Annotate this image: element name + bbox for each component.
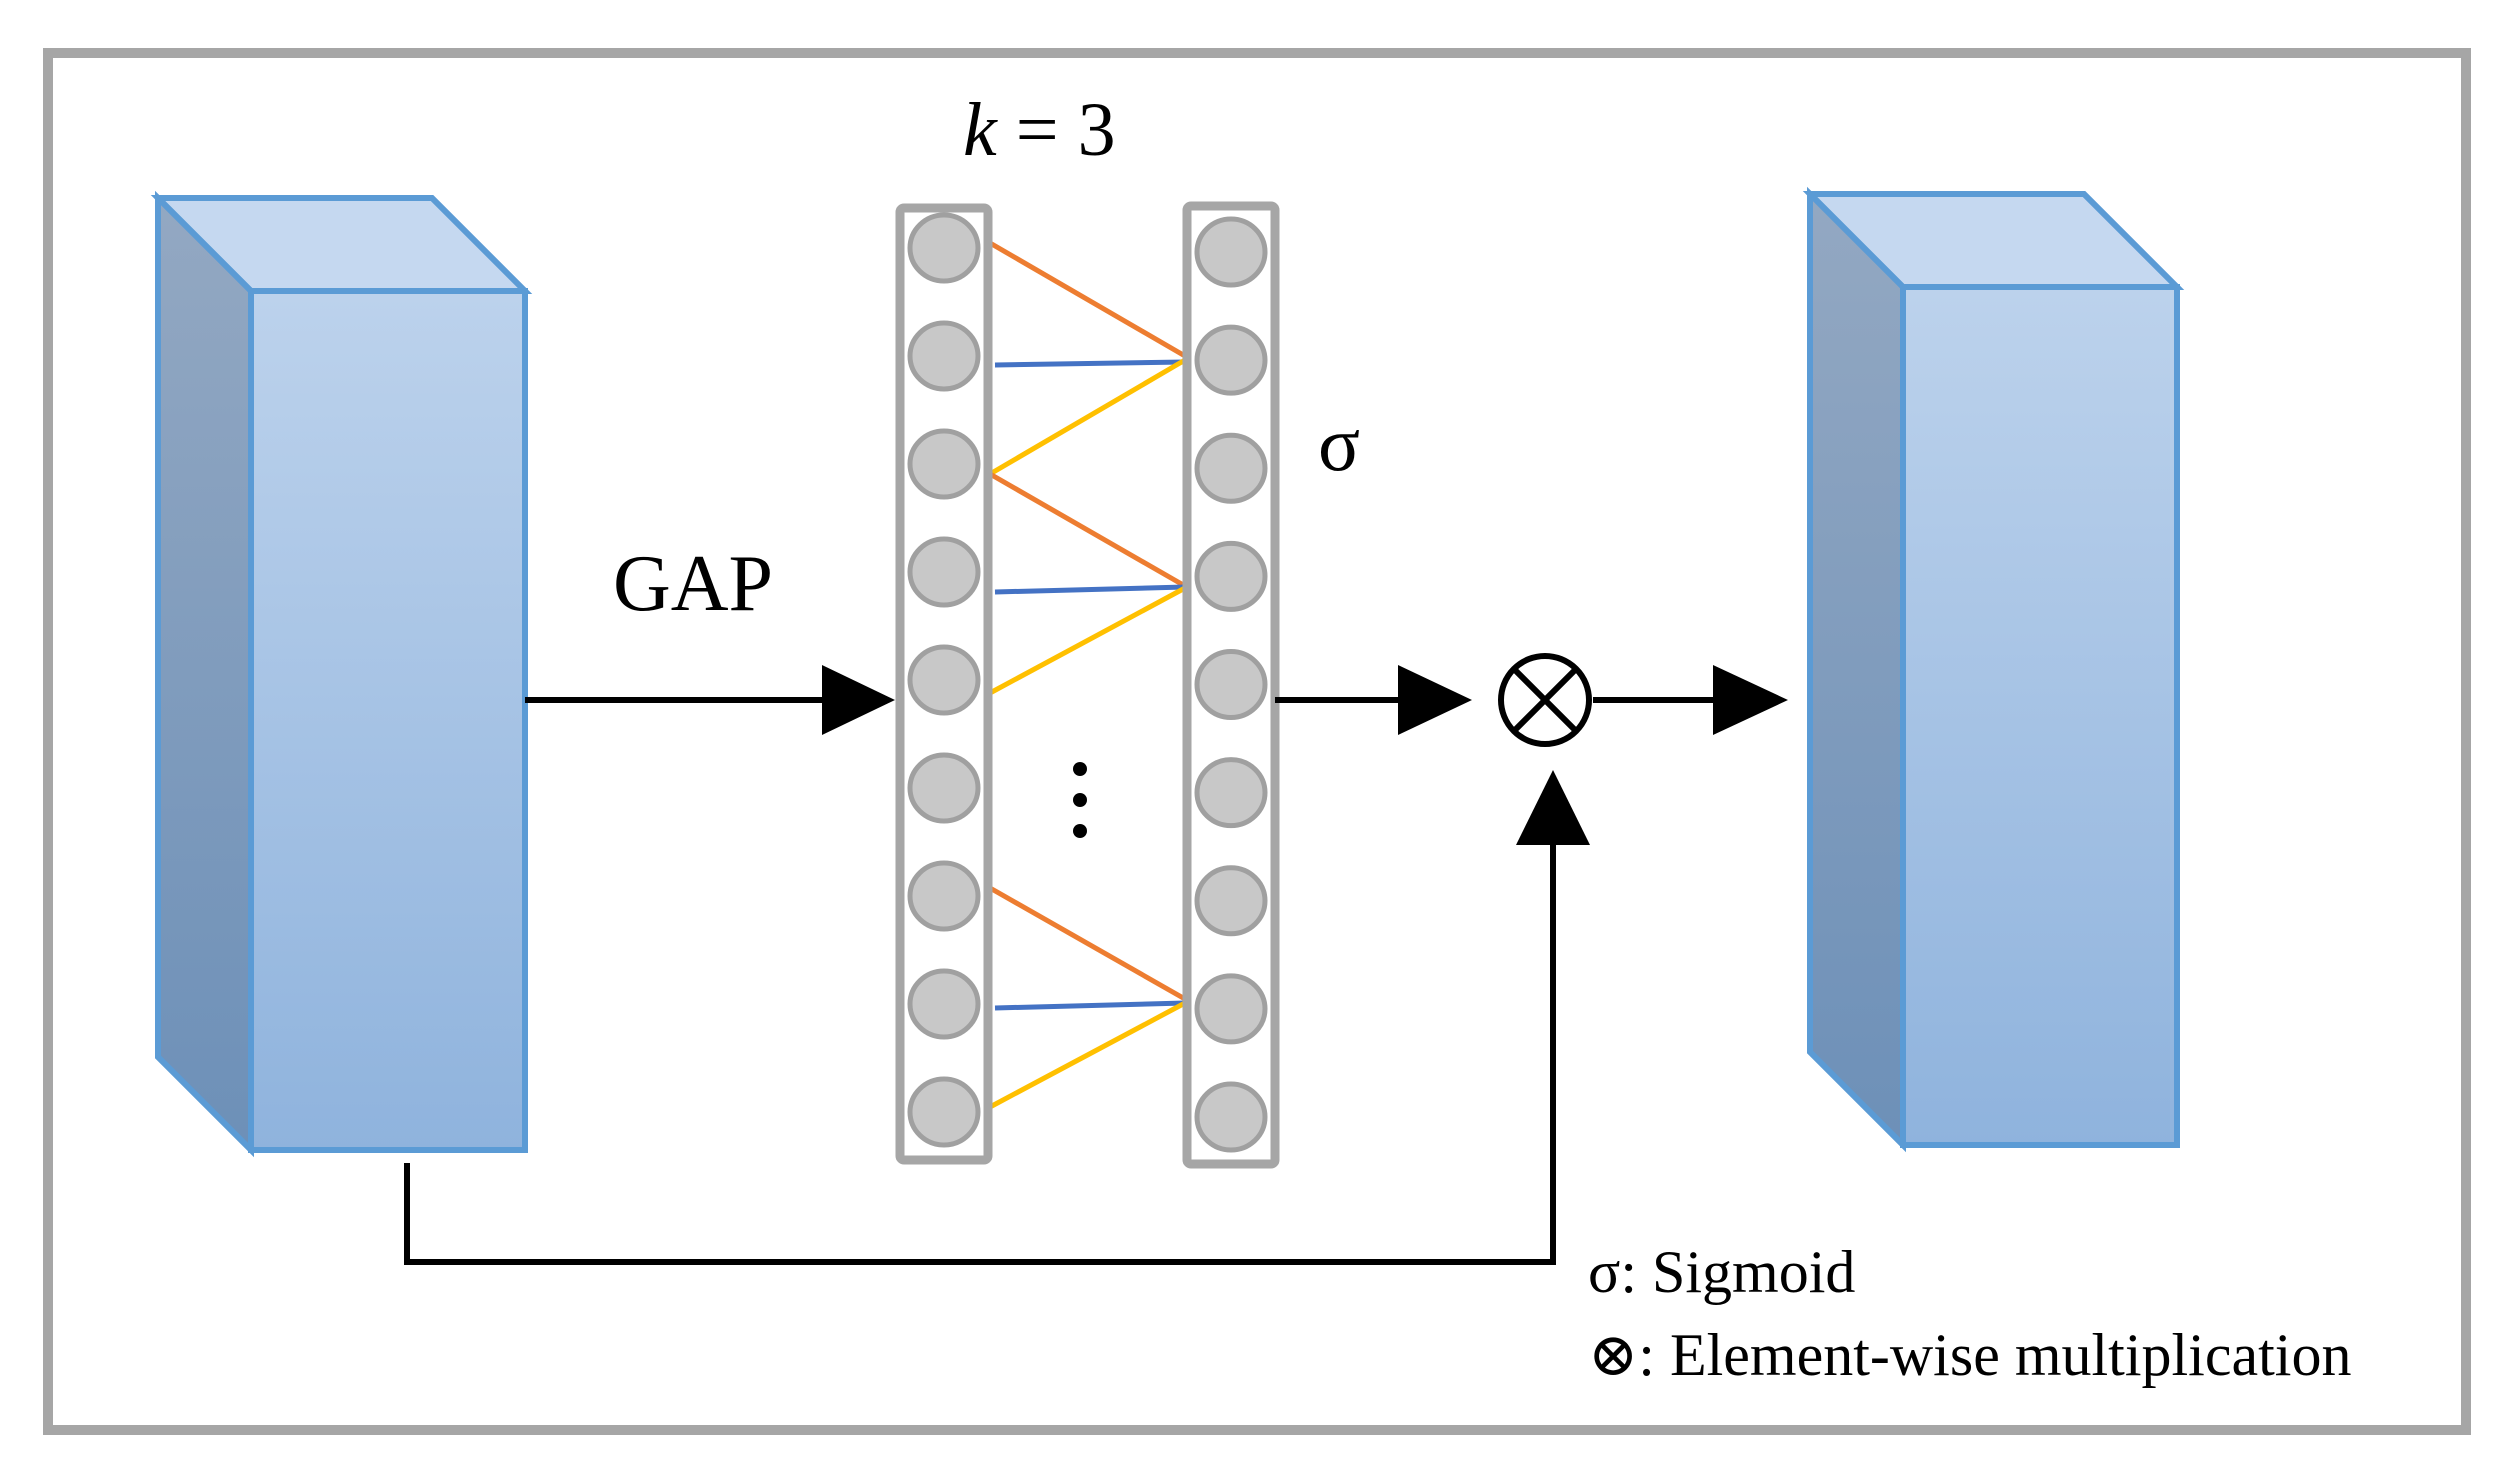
output-node (1194, 324, 1268, 396)
vertical-ellipsis (1073, 762, 1087, 838)
connection-orange (988, 885, 1187, 1002)
output-node (1194, 757, 1268, 829)
input-node (907, 320, 981, 392)
connection-blue (994, 1000, 1186, 1011)
input-node (907, 428, 981, 500)
input-node (907, 968, 981, 1040)
connection-yellow (988, 357, 1187, 477)
input-node (907, 860, 981, 932)
output-feature-block (1802, 186, 2185, 1153)
legend-multiplication: ⊗: Element-wise multiplication (1588, 1322, 2351, 1388)
output-node (1194, 432, 1268, 504)
flow-arrows (404, 665, 1788, 1265)
output-node (1194, 1081, 1268, 1153)
sigma-label: σ (1318, 400, 1360, 487)
output-node (1194, 540, 1268, 612)
output-node (1194, 973, 1268, 1045)
output-node (1194, 649, 1268, 720)
connection-blue (994, 584, 1186, 595)
output-arrow-head (1713, 665, 1788, 735)
output-block-side-face (1807, 186, 1906, 1153)
input-node (907, 644, 981, 716)
connection-yellow (988, 585, 1187, 696)
connection-orange (988, 240, 1187, 359)
legend-sigmoid: σ: Sigmoid (1588, 1239, 1855, 1305)
skip-connection-line (404, 840, 1556, 1265)
kernel-size-label: k = 3 (963, 88, 1116, 172)
kernel-eq: = 3 (997, 88, 1116, 172)
input-node (907, 212, 981, 284)
connection-blue (994, 359, 1186, 368)
output-block-front-face (1900, 284, 2180, 1148)
input-block-side-face (155, 190, 254, 1158)
output-node-column (1182, 201, 1280, 1169)
gap-label: GAP (613, 540, 773, 628)
input-node (907, 536, 981, 608)
ellipsis-dot (1073, 762, 1087, 776)
multiply-operator (1498, 653, 1592, 747)
ellipsis-dot (1073, 793, 1087, 807)
output-node (1194, 216, 1268, 288)
input-node (907, 1076, 981, 1148)
input-block-front-face (248, 288, 528, 1153)
gap-arrow-head (822, 665, 895, 735)
connection-yellow (988, 1000, 1187, 1110)
skip-connection-arrow-head (1516, 770, 1590, 845)
kernel-connections (988, 240, 1187, 1110)
input-feature-block (150, 190, 533, 1158)
output-node (1194, 865, 1268, 937)
connection-orange (988, 471, 1187, 589)
attention-arrow-head (1398, 665, 1472, 735)
input-node-column (895, 203, 993, 1165)
kernel-var: k (963, 88, 998, 172)
ellipsis-dot (1073, 824, 1087, 838)
input-node (907, 752, 981, 824)
multiply-cross (1511, 666, 1579, 734)
